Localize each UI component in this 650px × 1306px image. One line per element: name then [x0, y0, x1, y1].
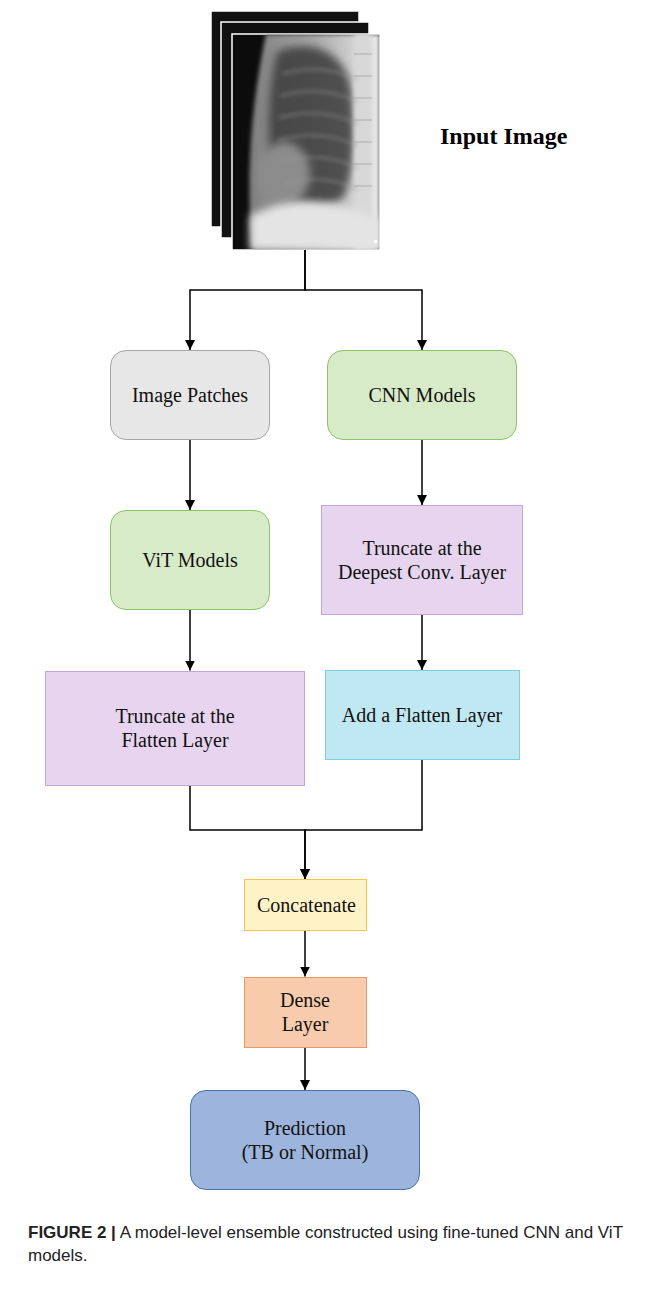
box-label: Concatenate [257, 893, 353, 917]
arrow-connector [305, 250, 422, 350]
output-box: Prediction(TB or Normal) [190, 1090, 420, 1190]
box-label: Dense Layer [257, 988, 353, 1036]
arrow-connector [190, 786, 305, 880]
process-box: ViT Models [110, 510, 270, 610]
box-label: Add a Flatten Layer [342, 703, 503, 727]
arrow-connector [189, 440, 191, 510]
box-label: Image Patches [132, 383, 248, 407]
arrow-connector [421, 440, 423, 505]
arrow-connector [190, 250, 305, 350]
process-box: Add a Flatten Layer [325, 670, 520, 760]
chest-xray [232, 34, 380, 250]
image-label: Input Image [440, 122, 567, 151]
box-label: Truncate at the Deepest Conv. Layer [335, 536, 510, 584]
arrow-connector [189, 610, 191, 671]
process-box: Concatenate [244, 879, 367, 931]
process-box: Truncate at the Flatten Layer [45, 671, 305, 786]
process-box: Image Patches [110, 350, 270, 440]
process-box: Dense Layer [244, 977, 367, 1048]
arrow-connector [304, 1048, 306, 1091]
box-label: Prediction [264, 1116, 346, 1140]
arrow-connector [421, 615, 423, 670]
box-label: Truncate at the Flatten Layer [100, 704, 250, 752]
box-label: CNN Models [368, 383, 475, 407]
arrow-connector [305, 760, 422, 879]
input-image: Input Image [210, 10, 380, 250]
box-label: ViT Models [142, 548, 238, 572]
process-box: CNN Models [327, 350, 517, 440]
process-box: Truncate at the Deepest Conv. Layer [321, 505, 523, 615]
figure-caption: FIGURE 2 | A model-level ensemble constr… [28, 1222, 628, 1268]
box-label: (TB or Normal) [242, 1140, 369, 1164]
xray-stack [210, 10, 382, 252]
arrow-connector [304, 931, 306, 977]
